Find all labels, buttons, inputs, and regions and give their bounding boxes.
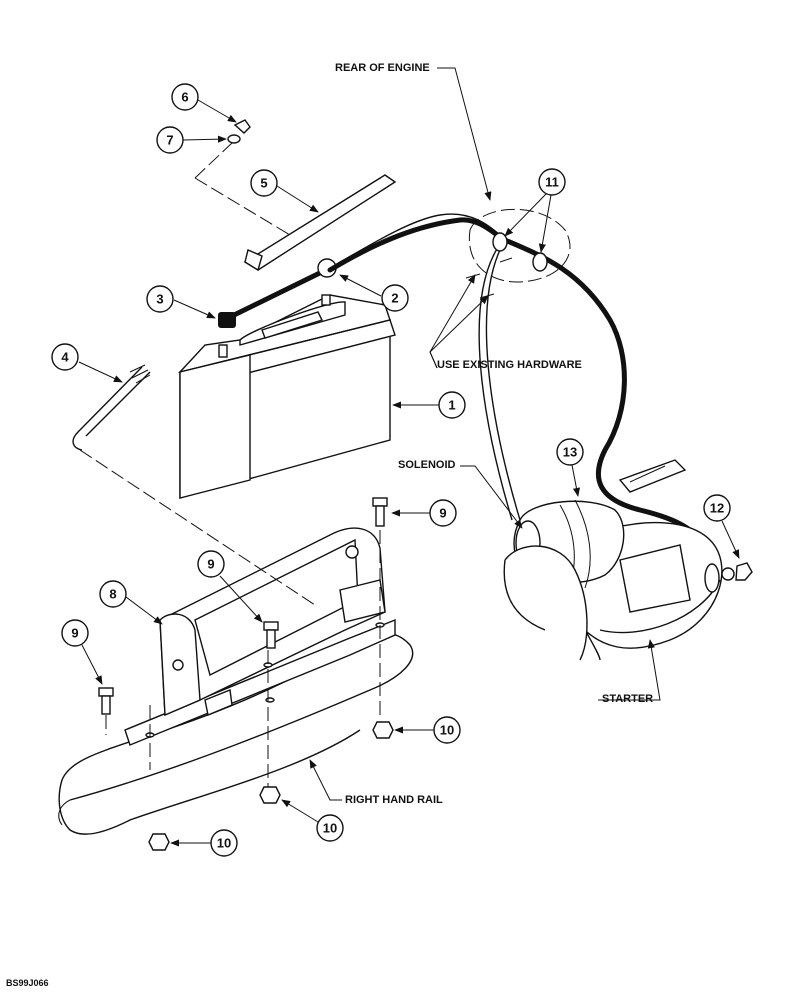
svg-text:7: 7	[166, 133, 173, 148]
label-rear-of-engine: REAR OF ENGINE	[335, 62, 430, 74]
battery-terminal	[218, 294, 331, 358]
callout-7: 7	[156, 126, 227, 154]
label-starter: STARTER	[602, 693, 653, 705]
callout-10-middle: 10	[281, 799, 344, 842]
cable-clamp	[492, 232, 548, 272]
hold-down-bolt	[98, 687, 114, 715]
nut	[148, 833, 170, 851]
hold-down-bar	[243, 174, 397, 272]
wing-nut	[233, 119, 251, 134]
svg-text:8: 8	[109, 587, 116, 602]
label-leaders	[309, 67, 661, 801]
callout-6: 6	[171, 83, 237, 123]
callout-9-middle: 9	[197, 550, 263, 623]
callout-8: 8	[99, 580, 163, 625]
svg-text:10: 10	[323, 821, 337, 836]
callout-13: 13	[556, 438, 584, 497]
mounting-lines	[79, 141, 381, 790]
svg-text:9: 9	[439, 506, 446, 521]
engine-rear-outline	[468, 208, 571, 283]
callout-1: 1	[392, 391, 466, 419]
svg-text:6: 6	[181, 90, 188, 105]
svg-text:13: 13	[563, 445, 577, 460]
svg-text:4: 4	[61, 350, 69, 365]
nut	[259, 786, 281, 804]
svg-text:5: 5	[260, 176, 267, 191]
callout-12: 12	[703, 494, 740, 559]
svg-text:2: 2	[391, 291, 398, 306]
washer	[227, 134, 241, 144]
svg-text:12: 12	[710, 501, 724, 516]
nut	[372, 721, 394, 739]
callout-10-right: 10	[394, 716, 461, 744]
callout-11: 11	[504, 168, 566, 253]
svg-text:1: 1	[448, 398, 455, 413]
starter-bracket	[618, 459, 687, 493]
svg-text:9: 9	[207, 557, 214, 572]
label-use-existing-hardware: USE EXISTING HARDWARE	[437, 359, 582, 371]
callout-10-left: 10	[170, 829, 238, 857]
callout-3: 3	[146, 285, 216, 319]
svg-text:11: 11	[545, 175, 559, 190]
hold-down-rod	[72, 364, 151, 451]
main-cable	[327, 217, 713, 563]
figure-reference: BS99J066	[6, 978, 49, 988]
label-right-hand-rail: RIGHT HAND RAIL	[345, 794, 443, 806]
hold-down-bolt	[263, 621, 279, 649]
starter-lower-outline	[503, 545, 588, 661]
svg-text:10: 10	[217, 836, 231, 851]
callout-5: 5	[250, 169, 319, 213]
battery	[177, 294, 396, 499]
callout-9-left: 9	[61, 619, 103, 685]
solenoid-wire	[478, 239, 521, 521]
callout-4: 4	[51, 343, 123, 383]
cable-terminal	[704, 562, 753, 593]
callout-2: 2	[339, 274, 409, 312]
callout-9-right: 9	[391, 499, 457, 527]
label-solenoid: SOLENOID	[398, 459, 456, 471]
svg-text:10: 10	[440, 723, 454, 738]
negative-cable	[218, 265, 333, 328]
hold-down-bolt	[372, 497, 388, 527]
svg-text:3: 3	[156, 292, 163, 307]
svg-text:9: 9	[71, 626, 78, 641]
